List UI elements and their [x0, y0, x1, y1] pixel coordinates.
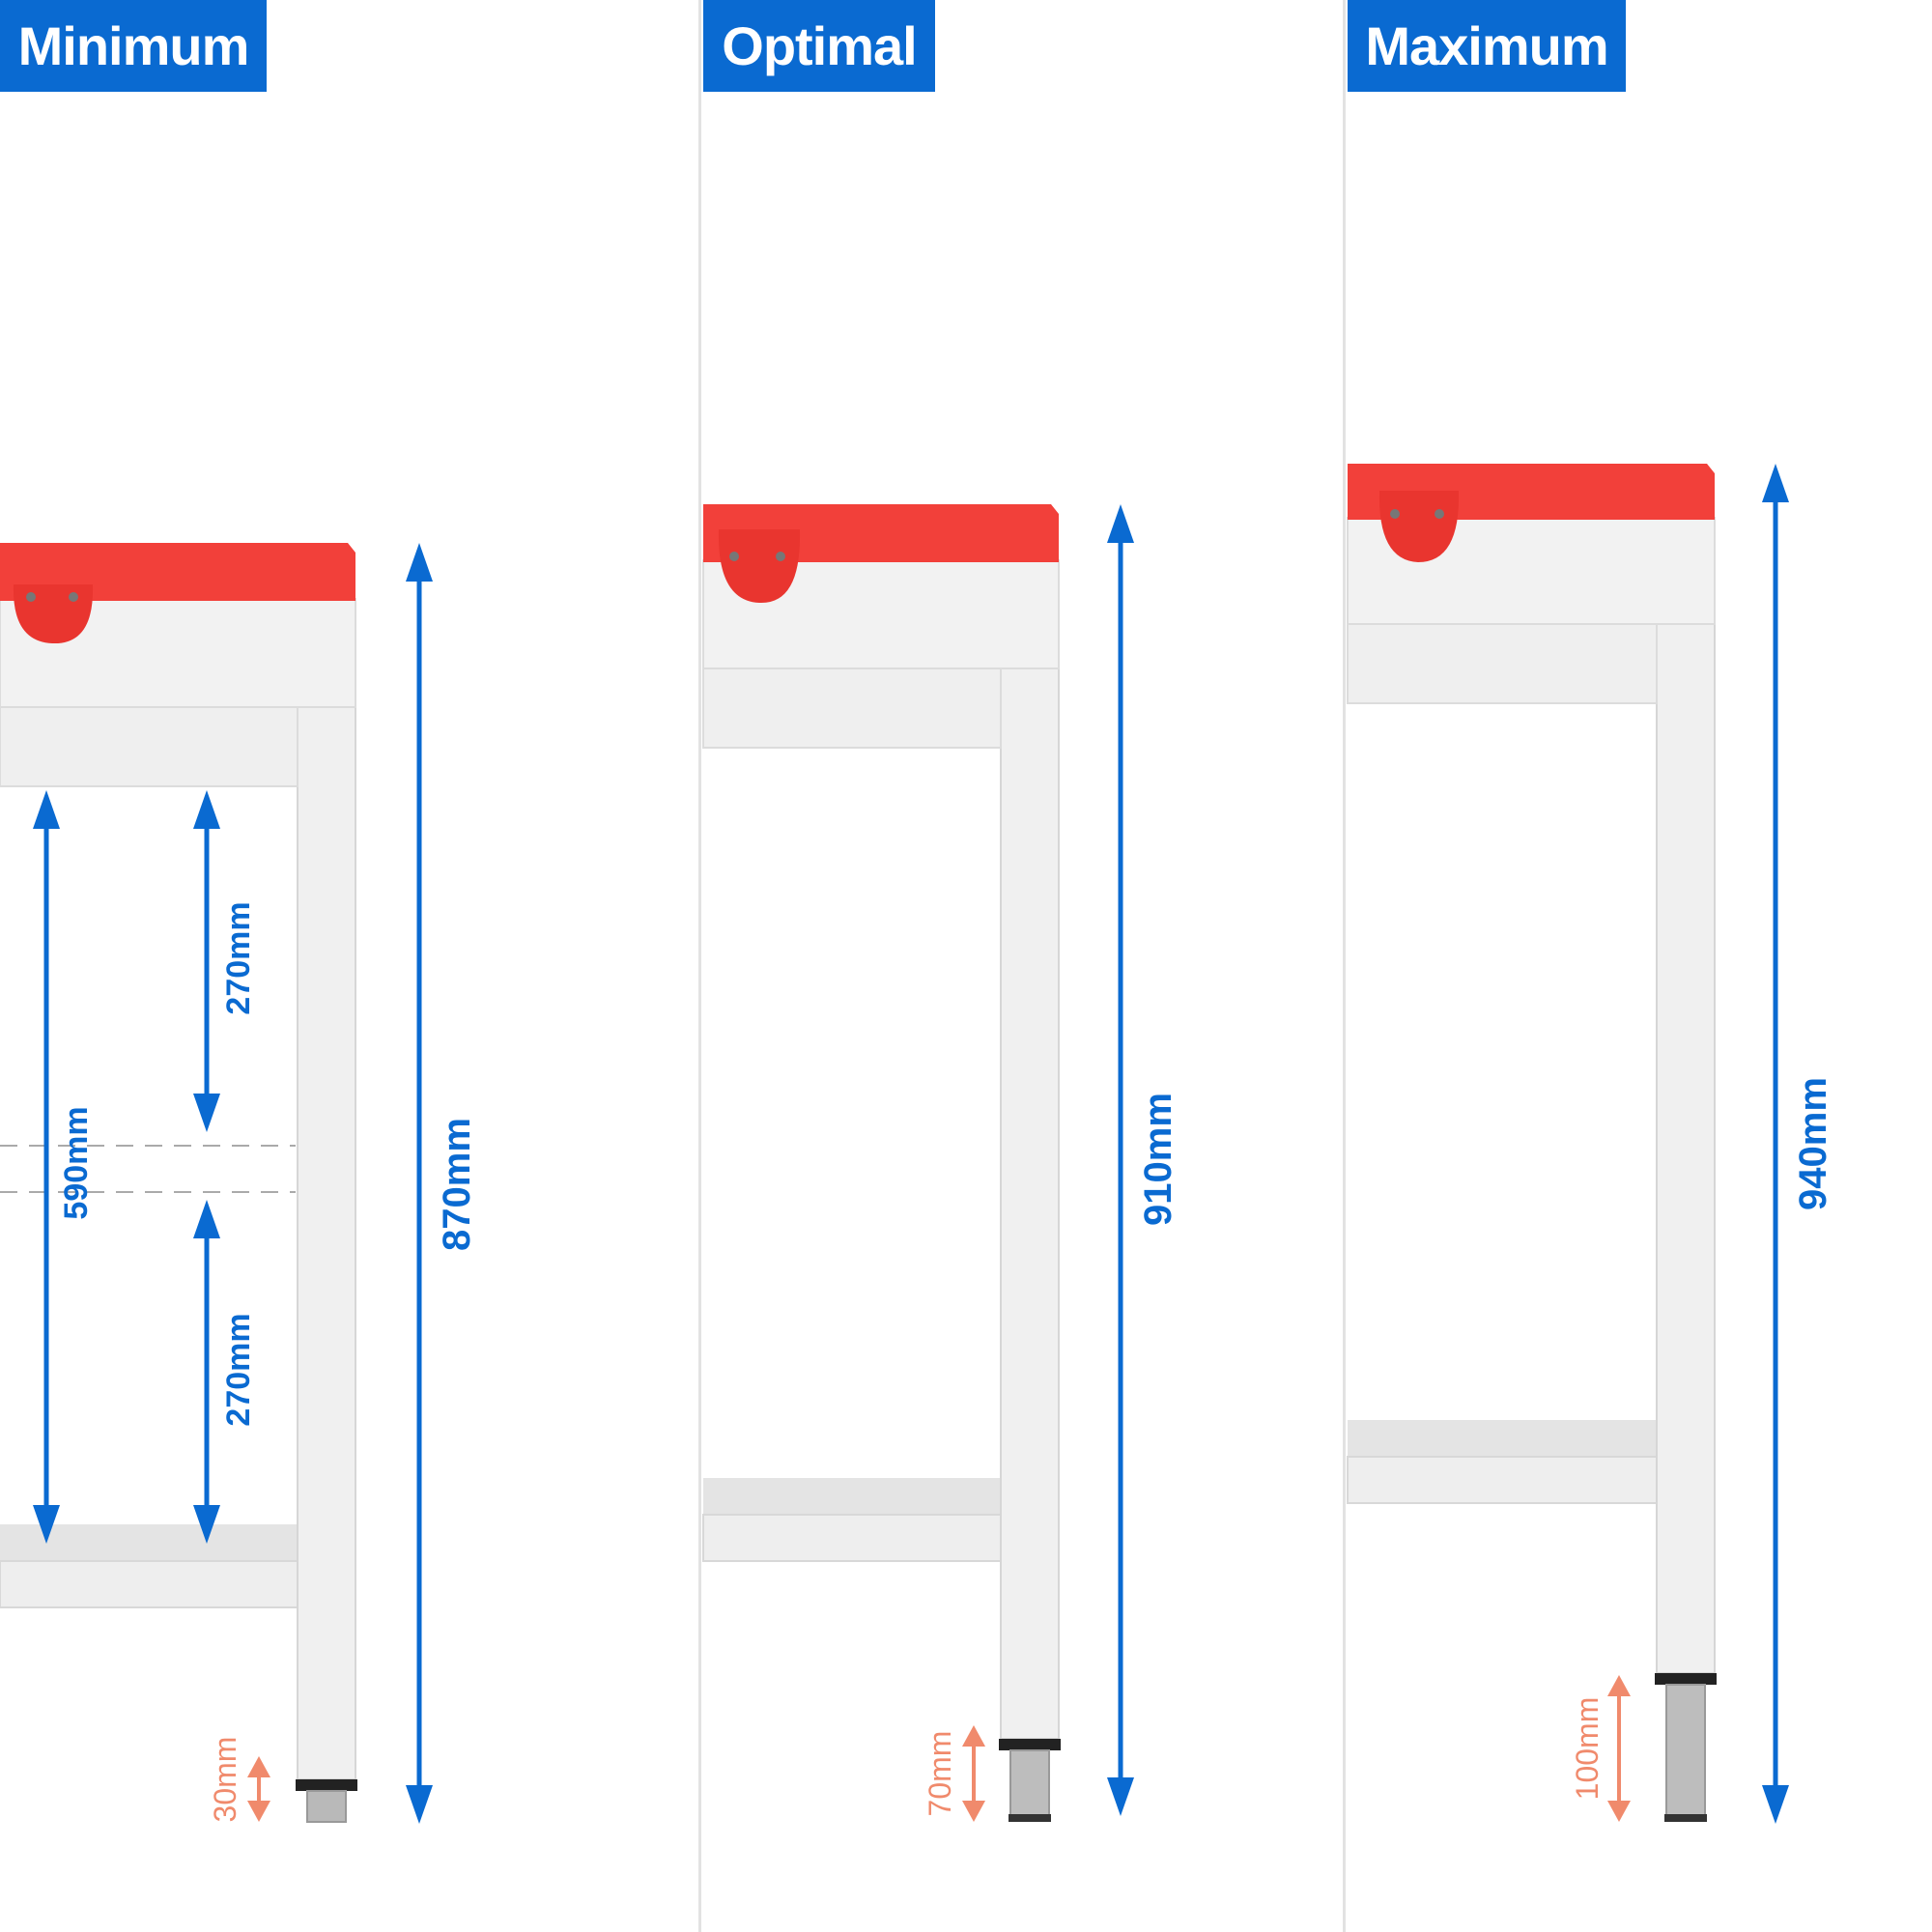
header-minimum: Minimum — [0, 0, 267, 92]
min-apron — [0, 706, 298, 787]
max-foot-label: 100mm — [1570, 1697, 1605, 1801]
opt-foot-arrow — [962, 1725, 985, 1822]
min-total-arrow — [406, 543, 433, 1824]
opt-foot-cap — [999, 1739, 1061, 1750]
table-minimum — [0, 543, 357, 1823]
min-foot-label: 30mm — [208, 1737, 242, 1823]
opt-total-label: 910mm — [1137, 1093, 1179, 1226]
max-shelf-top — [1348, 1420, 1657, 1457]
panel-divider-2 — [1343, 0, 1346, 1932]
opt-foot-label: 70mm — [923, 1731, 957, 1817]
opt-knob-screw-2 — [776, 552, 785, 561]
min-total-label: 870mm — [436, 1118, 478, 1251]
max-foot-pin — [1665, 1684, 1706, 1819]
opt-shelf-front — [702, 1514, 1002, 1562]
header-maximum: Maximum — [1348, 0, 1626, 92]
min-foot-arrow — [247, 1756, 270, 1822]
min-inner-arrow — [33, 790, 60, 1544]
opt-apron — [702, 668, 1002, 749]
min-upper-gap-label: 270mm — [220, 901, 257, 1014]
min-foot-cap — [296, 1779, 357, 1791]
max-shelf-front — [1347, 1456, 1658, 1504]
min-leg — [297, 706, 356, 1780]
opt-knob-screw-1 — [729, 552, 739, 561]
opt-foot-pin — [1009, 1749, 1050, 1821]
table-optimal — [702, 504, 1061, 1822]
header-optimal: Optimal — [703, 0, 935, 92]
opt-red-knob — [718, 529, 801, 604]
max-total-label: 940mm — [1792, 1077, 1834, 1210]
min-upper-gap-arrow — [193, 790, 220, 1132]
max-foot-cap — [1655, 1673, 1717, 1685]
min-shelf-front — [0, 1560, 298, 1608]
min-knob-screw-1 — [26, 592, 36, 602]
max-knob-screw-1 — [1390, 509, 1400, 519]
panel-divider-1 — [698, 0, 701, 1932]
min-knob-screw-2 — [69, 592, 78, 602]
max-knob-screw-2 — [1435, 509, 1444, 519]
max-foot-base — [1664, 1814, 1707, 1822]
min-lower-gap-label: 270mm — [220, 1313, 257, 1426]
opt-foot-base — [1009, 1814, 1051, 1822]
max-leg — [1656, 623, 1716, 1674]
opt-shelf-top — [703, 1478, 1001, 1515]
min-foot-pin — [306, 1790, 347, 1823]
table-maximum — [1347, 464, 1717, 1822]
max-foot-arrow — [1607, 1675, 1631, 1822]
max-total-arrow — [1762, 464, 1789, 1824]
max-apron — [1347, 623, 1658, 704]
max-red-knob — [1378, 491, 1460, 562]
opt-total-arrow — [1107, 504, 1134, 1816]
min-lower-gap-arrow — [193, 1200, 220, 1544]
opt-leg — [1000, 668, 1060, 1740]
min-inner-label: 590mm — [58, 1106, 95, 1219]
